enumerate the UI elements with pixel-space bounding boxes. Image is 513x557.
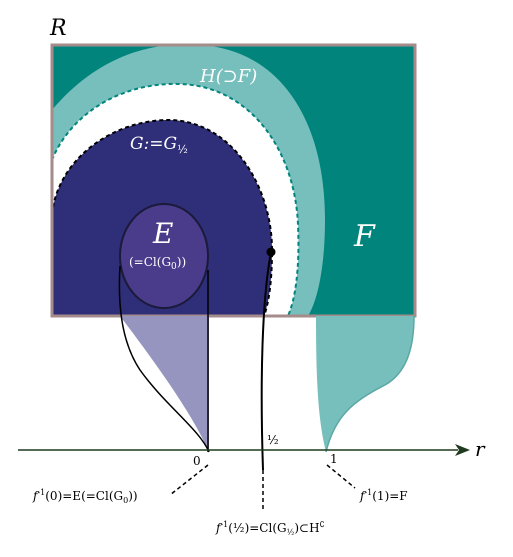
region-R-frame xyxy=(50,43,417,318)
caption-right: f-1(1)=F xyxy=(359,488,408,503)
axis-r-label: r xyxy=(475,437,486,461)
preimage-E-funnel xyxy=(120,316,209,452)
boundary-H-dashed xyxy=(52,82,300,316)
preimage-F-right-edge xyxy=(325,315,415,453)
preimage-F-funnel xyxy=(316,316,414,452)
set-H-label: H(⊃F) xyxy=(199,66,257,87)
tick-zero-label: 0 xyxy=(193,454,201,468)
set-F-label: F xyxy=(353,219,376,254)
boundary-G-dashed xyxy=(52,118,274,316)
caption-left: f-1(0)=E(=Cl(G0)) xyxy=(32,488,138,505)
region-R-label: R xyxy=(49,16,67,41)
set-E-label: E xyxy=(152,217,173,250)
tick-one-label: 1 xyxy=(330,452,338,466)
leader-right xyxy=(326,464,356,489)
preimage-E-left-edge xyxy=(118,265,210,453)
leader-left xyxy=(169,464,209,496)
preimage-half-curve xyxy=(260,251,272,471)
set-G-label: G:=G½ xyxy=(130,134,188,156)
region-E-ellipse xyxy=(119,203,209,309)
tick-half-label: ½ xyxy=(267,433,279,447)
preimage-half-point xyxy=(266,247,276,257)
set-E-note: (=Cl(G0)) xyxy=(129,255,186,272)
r-axis-arrowhead xyxy=(455,444,470,456)
caption-mid: f-1(½)=Cl(G½)⊂H∁ xyxy=(215,520,325,537)
